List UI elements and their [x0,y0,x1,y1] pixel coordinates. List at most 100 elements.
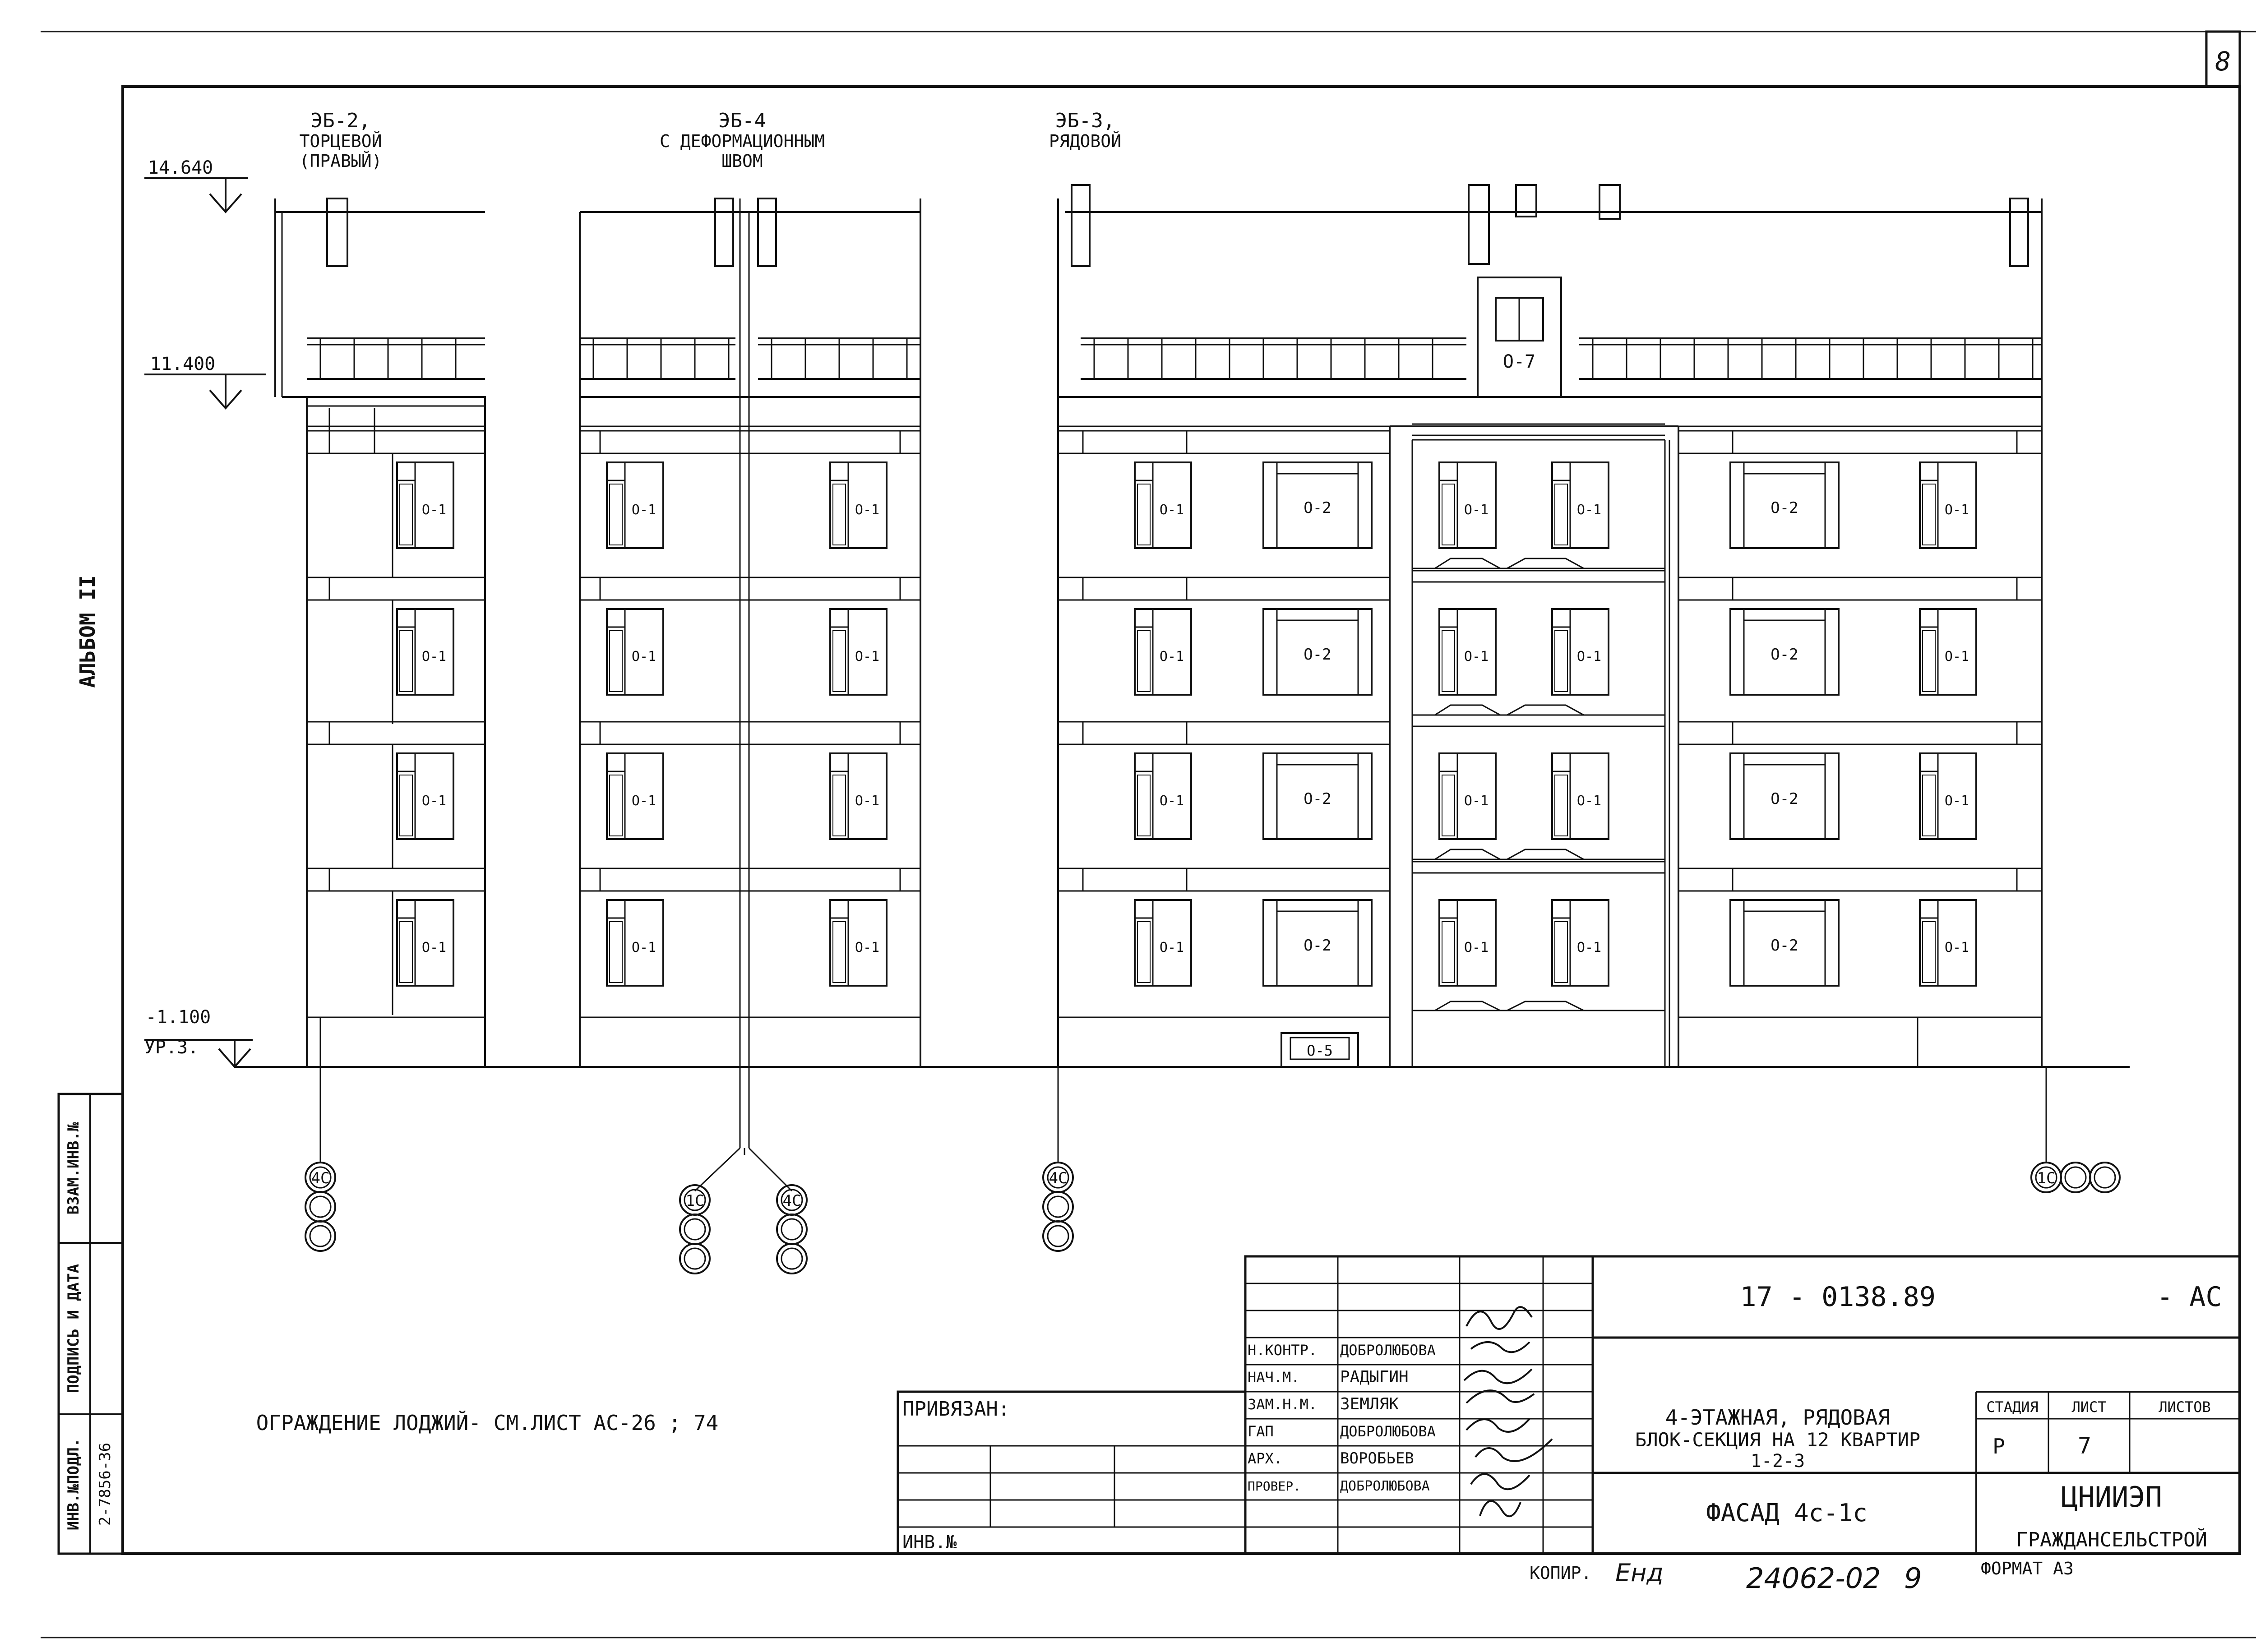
loggia-canopy [1434,704,1501,716]
window-o1-label: О-1 [1160,793,1184,809]
svg-text:ШВОМ: ШВОМ [721,151,763,171]
section-header-eb2: ЭБ-2, ТОРЦЕВОЙ (ПРАВЫЙ) [299,109,382,171]
loggia-canopy [1507,704,1584,716]
window-o1 [1551,899,1609,987]
loggia-canopy [1434,849,1501,860]
window-o1 [1551,461,1609,549]
level-ground: -1.100 УР.З. [144,1007,253,1069]
page-number: 8 [2215,46,2231,77]
stage-label: СТАДИЯ [1986,1398,2039,1416]
staff-role-1: Н.КОНТР. [1248,1342,1317,1359]
window-o1-label: О-1 [1577,793,1601,809]
window-o1-label: О-1 [422,940,446,955]
window-o2-label: О-2 [1771,937,1798,955]
window-o1-label: О-1 [855,793,879,809]
footer-page: 9 [1904,1562,1922,1595]
window-o1 [1134,899,1192,987]
window-o1-label: О-1 [422,793,446,809]
axis-1c-eb4-ring-inner [684,1218,706,1241]
axis-1c-eb3-ring [2089,1162,2121,1193]
window-o1 [1919,461,1977,549]
svg-text:ЭБ-4: ЭБ-4 [718,109,766,132]
svg-text:УР.З.: УР.З. [144,1037,199,1058]
section-header-eb4: ЭБ-4 С ДЕФОРМАЦИОННЫМ ШВОМ [660,109,825,171]
title-block-text: 17 - 0138.89 - АС ПРИВЯЗАН: ИНВ.№ Н.КОНТ… [902,1281,2222,1553]
window-o1-label: О-1 [1464,793,1489,809]
org-name-2: ГРАЖДАНСЕЛЬСТРОЙ [2016,1527,2207,1551]
axis-1c-eb3-ring-inner [2035,1166,2057,1189]
chimney-left [714,198,734,267]
chimney-4 [1599,184,1621,220]
window-o2 [1729,608,1840,696]
wall-eb2 [306,396,486,1068]
orig-inv-value: 2-7856-36 [96,1443,114,1526]
window-o1-label: О-1 [1577,502,1601,518]
staff-name-2: РАДЫГИН [1340,1368,1409,1386]
window-o1-label: О-1 [1945,502,1969,518]
loggia-canopy [1434,558,1501,569]
window-o5 [1281,1032,1359,1068]
org-name-1: ЦНИИЭП [2061,1481,2162,1514]
axis-4c-eb3-label: 4С [1049,1169,1068,1187]
drawing-name: ФАСАД 4с-1с [1706,1499,1868,1527]
window-o7-label: О-7 [1503,351,1535,372]
drawing-code: 17 - 0138.89 [1740,1281,1936,1313]
axis-4c-eb2-ring-inner [309,1225,332,1247]
window-o1-label: О-1 [1160,502,1184,518]
copier-label: КОПИР. [1530,1563,1591,1583]
window-o1 [1438,608,1497,696]
title-line-2: БЛОК-СЕКЦИЯ НА 12 КВАРТИР [1635,1429,1920,1451]
axis-4c-eb2-label: 4С [311,1169,330,1187]
copier-signature: Енд [1615,1559,1664,1587]
title-block [897,1255,2241,1555]
left-stamp: ВЗАМ.ИНВ.№ ПОДПИСЬ И ДАТА ИНВ.№ПОДЛ. 2-7… [57,1093,124,1555]
svg-text:ЭБ-3,: ЭБ-3, [1055,109,1115,132]
window-o2-label: О-2 [1304,646,1331,664]
binding-label: ПРИВЯЗАН: [902,1398,1010,1421]
svg-text:-1.100: -1.100 [146,1007,211,1028]
section-header-eb3: ЭБ-3, РЯДОВОЙ [1049,109,1121,151]
sheets-label: ЛИСТОВ [2159,1398,2211,1416]
axis-1c-eb4-label: 1С [686,1192,704,1210]
window-o1 [1438,899,1497,987]
window-o1-label: О-1 [1945,793,1969,809]
axis-1c-eb3-ring-inner [2064,1166,2087,1189]
axis-leader-eb4-left [694,1147,741,1192]
window-o5-label: О-5 [1307,1042,1333,1059]
page-number-box [2205,30,2241,88]
axis-4c-eb3-ring-inner [1047,1195,1069,1218]
window-o2-label: О-2 [1771,790,1798,808]
window-o2 [1262,461,1373,549]
axis-4c-eb2-ring-inner [309,1166,332,1189]
axis-4c-eb3-ring-inner [1047,1225,1069,1247]
inv-label: ИНВ.№ [902,1532,957,1553]
window-o1-label: О-1 [1577,649,1601,664]
window-o1 [606,899,664,987]
axis-4c-eb4-ring [776,1243,808,1274]
window-o1 [1919,899,1977,987]
svg-text:11.400: 11.400 [150,354,216,374]
window-o2 [1262,608,1373,696]
window-o1 [1551,608,1609,696]
drawing-code-suffix: - АС [2157,1281,2222,1313]
window-o1 [396,899,454,987]
axis-1c-eb4-ring [679,1243,711,1274]
replaced-inv-label: ВЗАМ.ИНВ.№ [65,1122,83,1214]
window-o1 [606,752,664,840]
axis-1c-eb3-label: 1С [2037,1169,2056,1187]
axis-4c-eb4-ring-inner [781,1218,803,1241]
window-o1 [396,752,454,840]
chimney-1 [1071,184,1091,267]
window-o1-label: О-1 [632,649,656,664]
window-o1 [1438,752,1497,840]
svg-text:14.640: 14.640 [148,157,213,178]
stage-value: Р [1992,1434,2005,1458]
window-o1 [606,608,664,696]
loggia-note: ОГРАЖДЕНИЕ ЛОДЖИЙ- СМ.ЛИСТ АС-26 ; 74 [256,1411,719,1435]
svg-text:С ДЕФОРМАЦИОННЫМ: С ДЕФОРМАЦИОННЫМ [660,131,825,151]
window-o2-label: О-2 [1304,790,1331,808]
window-o1-label: О-1 [632,793,656,809]
window-o1-label: О-1 [422,649,446,664]
